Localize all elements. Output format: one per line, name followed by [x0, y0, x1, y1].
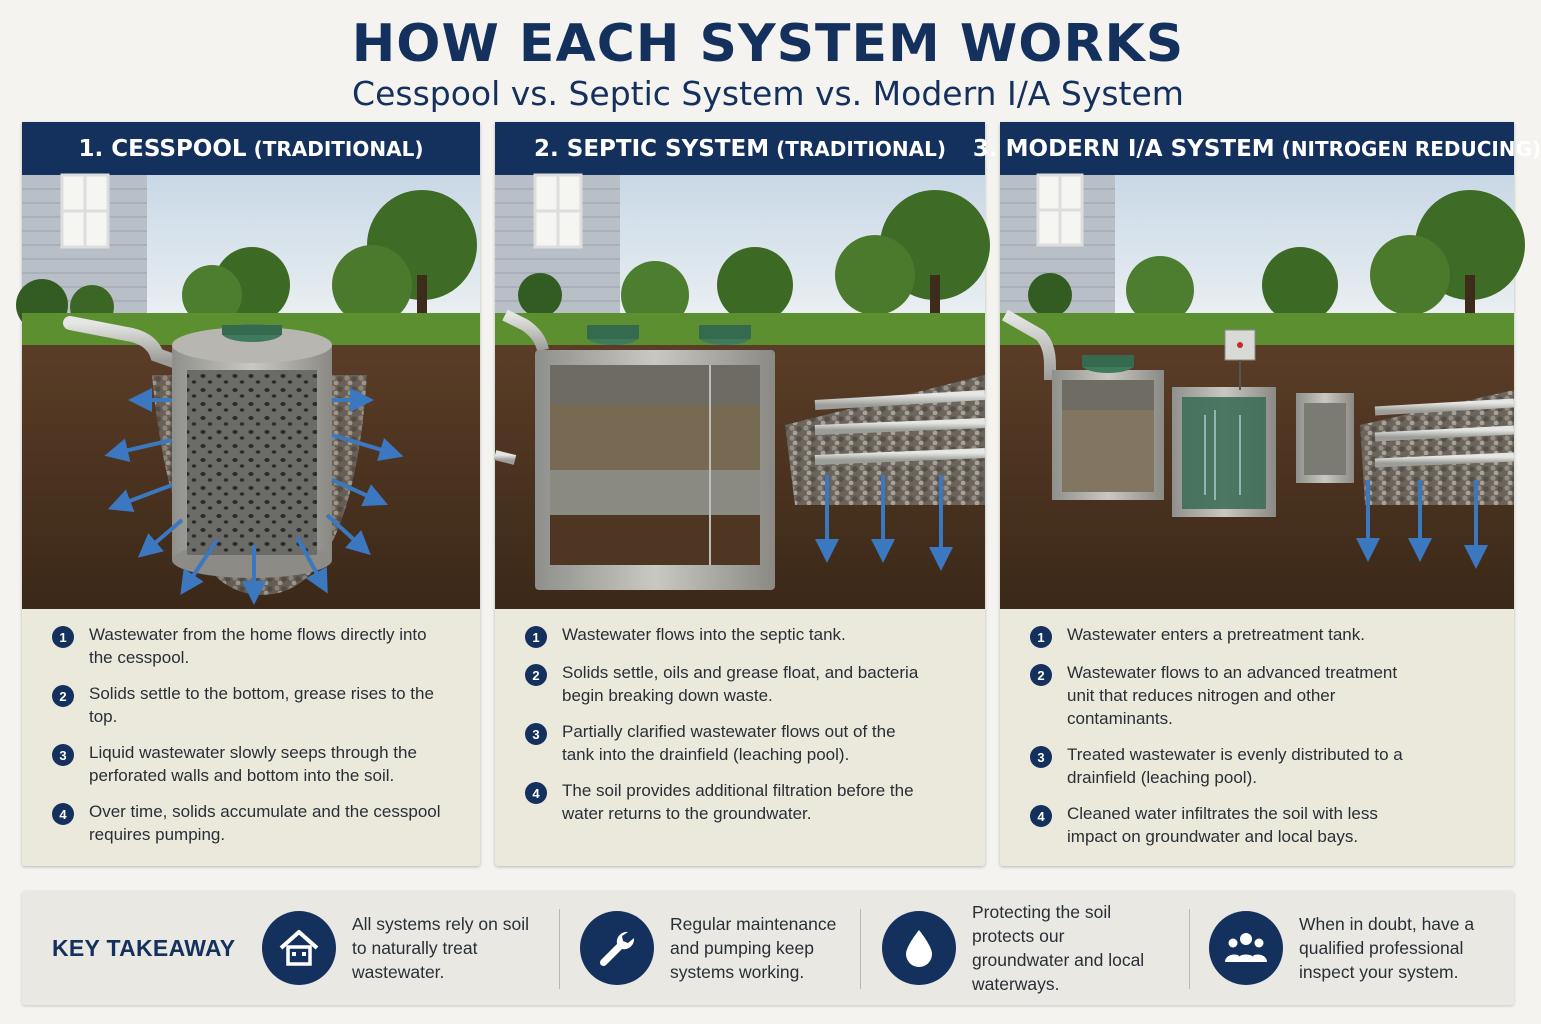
list-item: 4 The soil provides additional filtration… [525, 779, 965, 825]
ia-system-panel: 3. MODERN I/A SYSTEM NITROGEN REDUCING [973, 122, 1532, 866]
list-item: 3 Treated wastewater is evenly distribute… [1030, 743, 1494, 789]
water-drop-icon [882, 911, 956, 985]
steps-list: 1 Wastewater from the home flows directly… [22, 609, 480, 846]
list-item: 4 Cleaned water infiltrates the soil with… [1030, 802, 1494, 848]
step-text: Over time, solids accumulate and the ces… [89, 802, 441, 844]
panel-tag: TRADITIONAL [776, 137, 946, 161]
step-number: 1 [525, 626, 547, 648]
step-text: Wastewater enters a pretreatment tank. [1067, 625, 1365, 644]
key-takeaway-bar: KEY TAKEAWAY All systems rely on soil to… [22, 891, 1514, 1005]
step-number: 2 [52, 685, 74, 707]
people-icon [1209, 911, 1283, 985]
list-item: 1 Wastewater flows into the septic tank. [525, 623, 965, 648]
house-icon [262, 911, 336, 985]
step-text: Wastewater flows to an advanced treatmen… [1067, 663, 1398, 728]
ia-system-illustration [1000, 173, 1525, 609]
step-text: Wastewater from the home flows directly … [89, 625, 427, 667]
divider [1189, 909, 1190, 989]
list-item: 3 Partially clarified wastewater flows ou… [525, 720, 965, 766]
panel-tag: TRADITIONAL [254, 137, 424, 161]
takeaway-text: When in doubt, have a qualified professi… [1299, 914, 1475, 982]
step-number: 2 [1030, 664, 1052, 686]
list-item: 2 Solids settle, oils and grease float, a… [525, 661, 965, 707]
panel-header: 1. CESSPOOL TRADITIONAL [22, 122, 480, 175]
divider [860, 909, 861, 989]
page-subtitle: Cesspool vs. Septic System vs. Modern I/… [352, 74, 1184, 113]
takeaway-item: Regular maintenance and pumping keep sys… [580, 909, 860, 987]
step-number: 2 [525, 664, 547, 686]
list-item: 3 Liquid wastewater slowly seeps through … [52, 741, 460, 787]
panel-header: 2. SEPTIC SYSTEM TRADITIONAL [495, 122, 985, 175]
step-number: 4 [1030, 805, 1052, 827]
panel-title: 2. SEPTIC SYSTEM [534, 135, 770, 162]
panel-title: 3. MODERN I/A SYSTEM [972, 135, 1275, 162]
step-text: Wastewater flows into the septic tank. [562, 625, 846, 644]
panel-tag: NITROGEN REDUCING [1282, 137, 1541, 161]
list-item: 2 Solids settle to the bottom, grease ris… [52, 682, 460, 728]
step-text: Cleaned water infiltrates the soil with … [1067, 804, 1378, 846]
step-text: Partially clarified wastewater flows out… [562, 722, 896, 764]
step-text: Solids settle to the bottom, grease rise… [89, 684, 434, 726]
step-text: Solids settle, oils and grease float, an… [562, 663, 919, 705]
septic-illustration [493, 173, 990, 609]
septic-panel: 2. SEPTIC SYSTEM TRADITIONAL [493, 122, 990, 866]
step-number: 3 [52, 744, 74, 766]
step-text: The soil provides additional filtration … [562, 781, 914, 823]
cesspool-panel: 1. CESSPOOL TRADITIONAL [16, 122, 480, 866]
step-number: 3 [525, 723, 547, 745]
takeaway-text: Regular maintenance and pumping keep sys… [670, 914, 837, 982]
step-text: Treated wastewater is evenly distributed… [1067, 745, 1403, 787]
list-item: 1 Wastewater from the home flows directly… [52, 623, 460, 669]
cesspool-illustration [16, 173, 480, 609]
takeaway-item: Protecting the soil protects our groundw… [882, 902, 1162, 994]
page-title: HOW EACH SYSTEM WORKS [351, 14, 1185, 74]
step-number: 1 [1030, 626, 1052, 648]
step-number: 1 [52, 626, 74, 648]
wrench-icon [580, 911, 654, 985]
takeaway-item: When in doubt, have a qualified professi… [1209, 909, 1489, 987]
list-item: 1 Wastewater enters a pretreatment tank. [1030, 623, 1494, 648]
step-text: Liquid wastewater slowly seeps through t… [89, 743, 417, 785]
takeaway-item: All systems rely on soil to naturally tr… [262, 909, 542, 987]
key-takeaway-label: KEY TAKEAWAY [52, 935, 236, 961]
step-number: 4 [525, 782, 547, 804]
takeaway-text: All systems rely on soil to naturally tr… [352, 914, 529, 982]
list-item: 2 Wastewater flows to an advanced treatme… [1030, 661, 1494, 730]
panel-header: 3. MODERN I/A SYSTEM NITROGEN REDUCING [973, 122, 1532, 175]
step-number: 3 [1030, 746, 1052, 768]
divider [559, 909, 560, 989]
panel-title: 1. CESSPOOL [78, 135, 247, 162]
takeaway-text: Protecting the soil protects our groundw… [972, 902, 1145, 994]
list-item: 4 Over time, solids accumulate and the ce… [52, 800, 460, 846]
step-number: 4 [52, 803, 74, 825]
